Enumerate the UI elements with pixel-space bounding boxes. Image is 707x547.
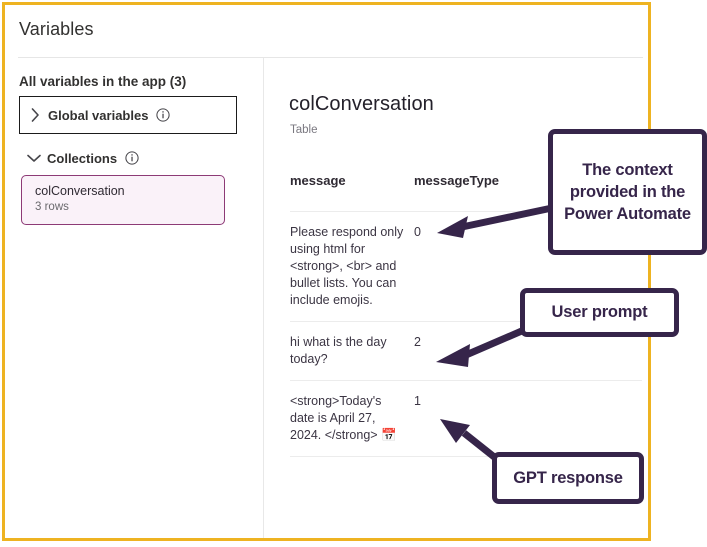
- collection-row-count: 3 rows: [35, 201, 69, 213]
- detail-subtitle: Table: [290, 124, 318, 136]
- chevron-down-icon[interactable]: [23, 154, 45, 163]
- cell-messagetype: 1: [414, 394, 421, 408]
- collection-name: colConversation: [35, 184, 125, 198]
- table-row[interactable]: hi what is the day today? 2: [290, 321, 642, 380]
- cell-message: hi what is the day today?: [290, 335, 387, 366]
- chevron-right-icon[interactable]: [24, 108, 46, 122]
- global-variables-label: Global variables: [48, 107, 149, 123]
- info-icon[interactable]: [156, 108, 171, 122]
- page-title: Variables: [19, 19, 94, 39]
- cell-messagetype: 2: [414, 335, 421, 349]
- list-item-collection[interactable]: colConversation 3 rows: [21, 175, 225, 225]
- collections-label: Collections: [47, 150, 118, 166]
- table-header-row: message messageType: [290, 172, 642, 211]
- cell-message: <strong>Today's date is April 27, 2024. …: [290, 394, 397, 442]
- annotation-gpt-response-callout: GPT response: [492, 452, 644, 504]
- header-divider: [18, 57, 643, 58]
- column-header-messagetype: messageType: [414, 173, 500, 188]
- sidebar-item-collections[interactable]: Collections: [19, 143, 139, 173]
- cell-message: Please respond only using html for <stro…: [290, 225, 404, 307]
- sidebar-divider: [263, 58, 264, 538]
- panel-header: Variables: [5, 5, 648, 57]
- all-variables-label: All variables in the app (3): [19, 74, 187, 89]
- cell-messagetype: 0: [414, 225, 421, 239]
- annotation-context-callout: The context provided in the Power Automa…: [548, 129, 707, 255]
- detail-title: colConversation: [289, 93, 434, 115]
- info-icon[interactable]: [125, 151, 139, 165]
- table-row[interactable]: <strong>Today's date is April 27, 2024. …: [290, 380, 642, 456]
- sidebar-item-global-variables[interactable]: Global variables: [19, 96, 237, 134]
- column-header-message: message: [290, 173, 346, 188]
- annotation-user-prompt-callout: User prompt: [520, 288, 679, 337]
- variables-sidebar: All variables in the app (3) Global vari…: [5, 58, 263, 538]
- variables-panel: Variables All variables in the app (3) G…: [5, 5, 648, 538]
